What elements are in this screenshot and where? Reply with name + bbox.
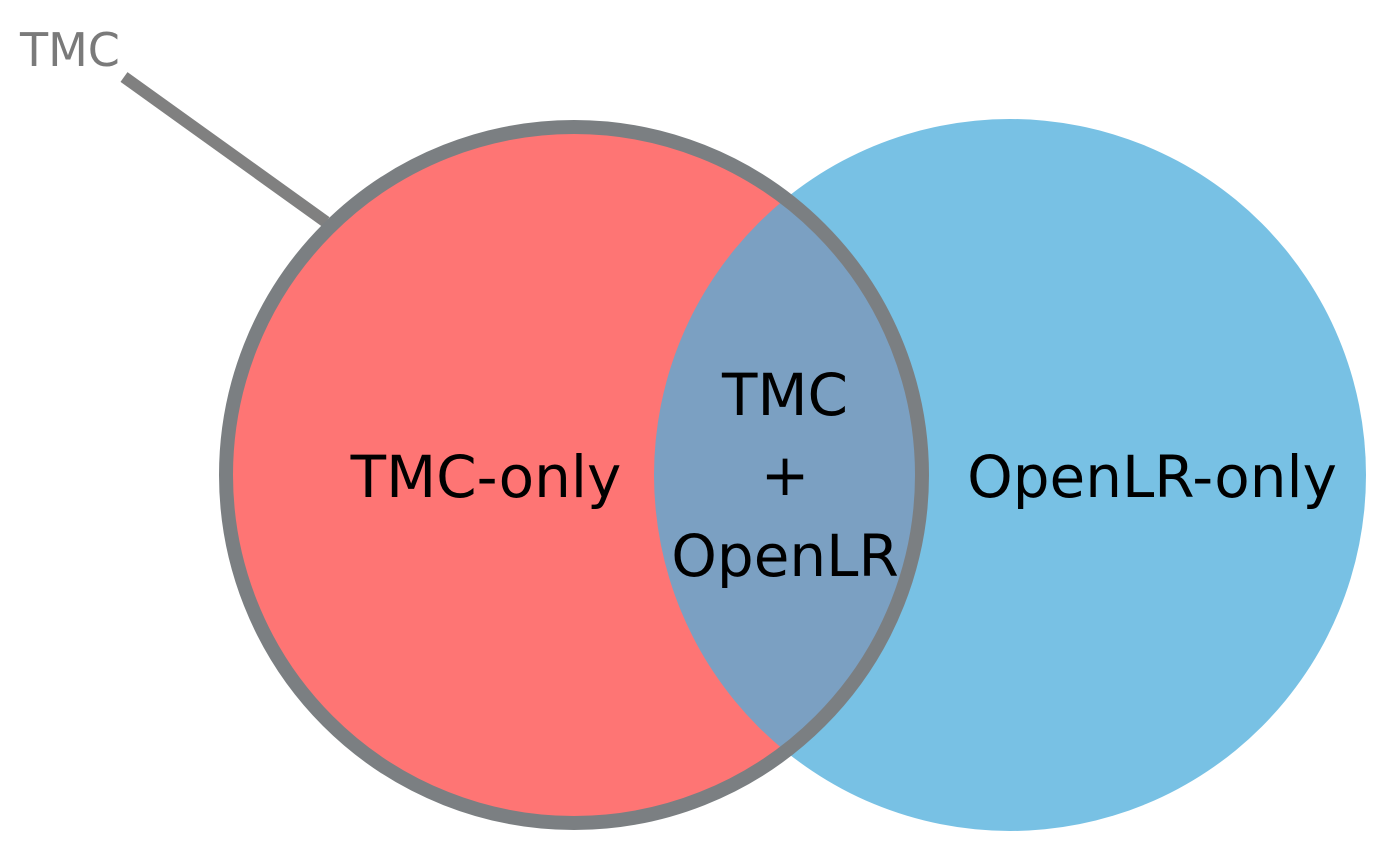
callout-label: TMC — [19, 23, 120, 77]
tmc-only-label: TMC-only — [350, 443, 622, 511]
openlr-only-label: OpenLR-only — [967, 443, 1337, 511]
intersection-label-line-3: OpenLR — [671, 522, 899, 590]
intersection-label-line-1: TMC — [721, 361, 848, 429]
intersection-region — [654, 127, 922, 823]
intersection-label-line-2: + — [761, 441, 810, 509]
tmc-circle-outline — [219, 120, 929, 830]
callout-line — [120, 72, 330, 227]
